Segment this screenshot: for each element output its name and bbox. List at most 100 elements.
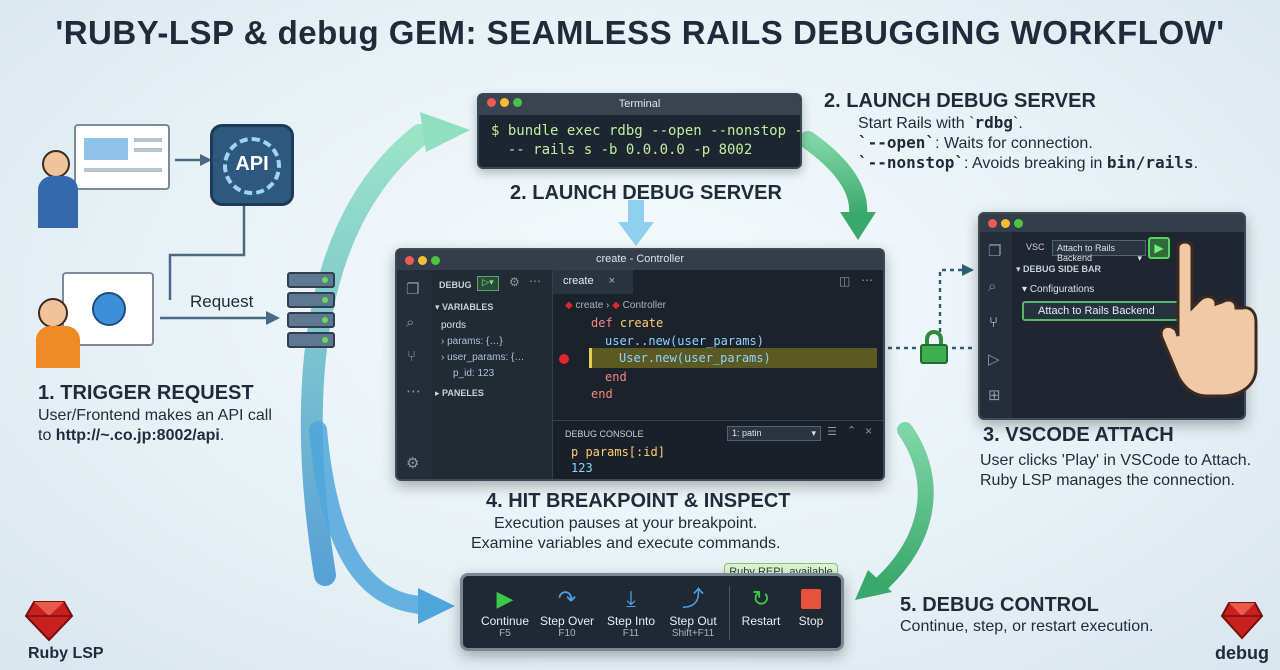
code-line-3: User.new(user_params): [619, 351, 771, 365]
console-collapse-icon[interactable]: ⌃: [847, 425, 857, 437]
run-debug-icon[interactable]: ▷: [988, 351, 1000, 368]
files-icon[interactable]: ❐: [988, 243, 1002, 260]
step2-l3-path: bin/rails: [1106, 153, 1194, 172]
console-close-icon[interactable]: ×: [865, 424, 873, 438]
code-line-5: end: [591, 387, 613, 401]
hand-pointer-icon: [1160, 240, 1258, 398]
terminal-command: $ bundle exec rdbg --open --nonstop - --…: [479, 115, 800, 160]
step-out-label: Step Out: [669, 614, 717, 628]
code-1-kw: def: [591, 316, 620, 330]
var-params[interactable]: › params: {…}: [441, 336, 503, 347]
var-group[interactable]: pords: [441, 320, 467, 331]
step2-line3: `--nonstop`: Avoids breaking in bin/rail…: [858, 153, 1198, 174]
step1-heading: 1. TRIGGER REQUEST: [38, 382, 254, 404]
step2-l3-text: : Avoids breaking in: [963, 155, 1107, 172]
globe-icon: [92, 292, 126, 326]
search-icon[interactable]: ⌕: [988, 278, 997, 295]
console-header: DEBUG CONSOLE: [565, 429, 644, 439]
arrow-terminal-to-attach: [799, 131, 868, 224]
step2-l3-code: `--nonstop`: [858, 153, 964, 172]
search-icon[interactable]: ⌕: [406, 314, 415, 331]
start-debug-icon[interactable]: ▷▾: [477, 276, 499, 291]
var-p-id[interactable]: p_id: 123: [453, 368, 495, 379]
step-into-button[interactable]: ⤓ Step Into F11: [599, 586, 663, 646]
step1-prefix: to: [38, 427, 56, 444]
vscode-editor-window: create - Controller ❐ ⌕ ⑂ ⋯ ⚙ DEBUG ▷▾ ⚙…: [395, 248, 885, 481]
debug-config-select[interactable]: Attach to Rails Backend ▾: [1052, 240, 1146, 263]
configurations-label: Configurations: [1029, 284, 1095, 295]
arrow-attach-to-toolbar: [872, 422, 934, 593]
tab-close-icon[interactable]: ×: [608, 275, 616, 287]
terminal-line-2: -- rails s -b 0.0.0.0 -p 8002: [491, 142, 753, 158]
configurations-group[interactable]: ▾ Configurations: [1022, 284, 1095, 295]
lock-icon: [920, 330, 948, 364]
step2-line2: `--open`: Waits for connection.: [858, 133, 1093, 154]
step-over-label: Step Over: [539, 614, 595, 628]
user-avatar-bottom: [38, 298, 68, 328]
console-thread-select[interactable]: 1: patin▾: [727, 426, 821, 441]
step4-line1: Execution pauses at your breakpoint.: [494, 515, 758, 532]
variables-header[interactable]: ▾ VARIABLES: [435, 302, 494, 312]
step2-heading-below: 2. LAUNCH DEBUG SERVER: [510, 182, 782, 204]
step-into-icon: ⤓: [626, 586, 636, 611]
step-over-icon: ↷: [557, 586, 577, 611]
extensions-icon[interactable]: ⊞: [988, 387, 1001, 404]
request-label: Request: [190, 292, 254, 311]
step-out-icon: ⤴: [681, 586, 704, 611]
continue-button[interactable]: ▶ Continue F5: [473, 586, 537, 646]
step-into-label: Step Into: [606, 614, 656, 628]
split-editor-icon[interactable]: ◫: [839, 274, 851, 288]
editor-more-icon[interactable]: ⋯: [861, 273, 873, 287]
ruby-gem-logo-left: [24, 601, 74, 642]
continue-shortcut: F5: [499, 628, 511, 639]
step2-l1-prefix: Start Rails with `: [858, 115, 975, 132]
terminal-title: Terminal: [618, 98, 661, 110]
step-over-button[interactable]: ↷ Step Over F10: [535, 586, 599, 646]
files-icon[interactable]: ❐: [406, 281, 420, 298]
play-button[interactable]: ▶: [1148, 237, 1170, 259]
step2-l2-text: : Waits for connection.: [935, 135, 1093, 152]
step-over-shortcut: F10: [558, 628, 576, 639]
tab-create-label: create: [563, 275, 594, 287]
step2-l3-end: .: [1193, 155, 1199, 172]
api-label: API: [235, 153, 269, 175]
panels-header[interactable]: ▸ PANELES: [435, 388, 484, 398]
breadcrumb-2[interactable]: Controller: [622, 300, 667, 311]
source-control-icon[interactable]: ⑂: [989, 314, 999, 331]
stop-button[interactable]: Stop: [779, 586, 843, 646]
more-icon[interactable]: ⋯: [406, 383, 421, 400]
var-params-label: params: {…}: [447, 336, 503, 347]
step-out-button[interactable]: ⤴ Step Out Shift+F11: [661, 586, 725, 646]
chevron-down-icon: ▾: [1137, 253, 1142, 263]
var-user-params[interactable]: › user_params: {…: [441, 352, 525, 363]
debug-more-icon[interactable]: ⋯: [529, 274, 541, 288]
ruby-gem-logo-right: [1220, 602, 1264, 640]
console-input-prompt[interactable]: >: [559, 477, 566, 479]
source-control-icon[interactable]: ⑂: [407, 348, 417, 365]
debug-config-value: Attach to Rails Backend: [1057, 243, 1116, 263]
toolbar-divider: [729, 586, 730, 640]
panels-header-label: PANELES: [442, 388, 484, 398]
page-title: 'RUBY-LSP & debug GEM: SEAMLESS RAILS DE…: [55, 14, 1225, 51]
editor-window-title: create - Controller: [595, 253, 685, 265]
variables-header-label: VARIABLES: [442, 302, 494, 312]
browser-window-top: [74, 124, 170, 190]
step1-line1: User/Frontend makes an API call: [38, 407, 272, 424]
step3-line1: User clicks 'Play' in VSCode to Attach.: [980, 452, 1252, 469]
debug-settings-icon[interactable]: ⚙: [509, 275, 520, 289]
breadcrumb-1[interactable]: create: [575, 300, 604, 311]
debug-side-bar-label: DEBUG SIDE BAR: [1023, 264, 1102, 274]
ruby-lsp-logo-text: Ruby LSP: [28, 645, 104, 662]
console-filter-icon[interactable]: ☰: [827, 426, 837, 438]
settings-gear-icon[interactable]: ⚙: [406, 455, 420, 472]
step2-l2-code: `--open`: [858, 133, 936, 152]
tab-create[interactable]: create ×: [553, 270, 633, 294]
restart-button[interactable]: ↻ Restart: [729, 586, 793, 646]
step3-heading: 3. VSCODE ATTACH: [983, 424, 1174, 446]
step2-line1: Start Rails with `rdbg`.: [858, 113, 1023, 134]
attach-config-item[interactable]: Attach to Rails Backend: [1022, 301, 1192, 321]
stop-label: Stop: [798, 614, 824, 628]
breadcrumb: ◆ create › ◆ Controller: [565, 300, 667, 311]
breakpoint-dot[interactable]: [559, 354, 569, 364]
console-select-value: 1: patin: [732, 428, 762, 438]
